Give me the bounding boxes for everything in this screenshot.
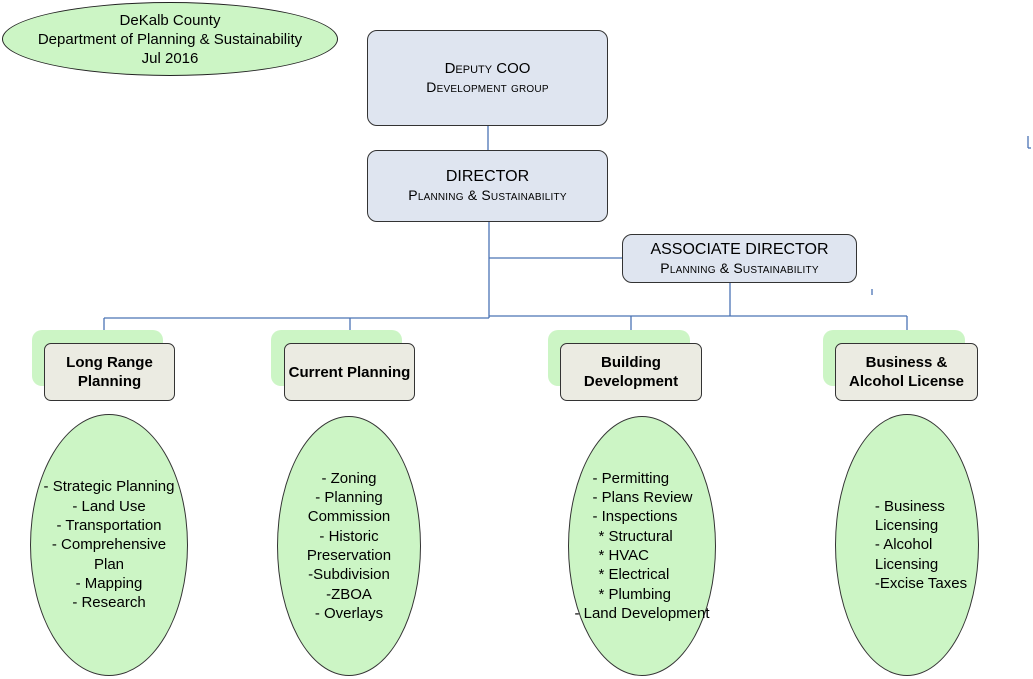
dept-current-planning: Current Planning <box>284 343 415 401</box>
duty-item: -Subdivision <box>308 566 390 584</box>
chart-date: Jul 2016 <box>141 50 199 67</box>
associate-director-box: ASSOCIATE DIRECTOR Planning & Sustainabi… <box>622 234 857 283</box>
deputy-title: Deputy COO <box>444 60 531 77</box>
dept-title-line: Alcohol License <box>848 373 965 390</box>
department-name: Department of Planning & Sustainability <box>37 31 303 48</box>
duty-item: - Plans Review <box>592 489 693 507</box>
duty-item: -ZBOA <box>326 585 372 603</box>
duties-oval-business-alcohol: - Business Licensing - Alcohol Licensing… <box>835 414 979 676</box>
duty-item: - Transportation <box>56 517 162 535</box>
dept-business-alcohol-license: Business & Alcohol License <box>835 343 978 401</box>
duty-item: Preservation <box>306 547 392 564</box>
dept-title-line: Development <box>583 373 679 390</box>
duty-item: - Historic <box>319 527 379 545</box>
duty-item: - Research <box>72 594 146 612</box>
duties-oval-current-planning: - Zoning - Planning Commission - Histori… <box>277 416 421 676</box>
dept-title-line: Current Planning <box>288 363 411 381</box>
duty-item: * Electrical <box>598 566 670 584</box>
duty-item: - Strategic Planning <box>43 478 175 496</box>
director-title: DIRECTOR <box>445 168 530 185</box>
dept-title-line: Planning <box>77 373 142 390</box>
duty-item: * HVAC <box>598 547 650 564</box>
deputy-coo-box: Deputy COO Development group <box>367 30 608 126</box>
header-oval: DeKalb County Department of Planning & S… <box>2 2 338 76</box>
duty-item: * Structural <box>598 527 673 545</box>
duty-item: - Overlays <box>314 604 384 622</box>
duty-item: - Inspections <box>592 508 678 526</box>
duty-item: - Permitting <box>592 469 670 487</box>
duty-item: - Business <box>874 497 945 515</box>
duty-item: - Comprehensive <box>51 536 167 554</box>
duty-item: -Excise Taxes <box>874 574 968 592</box>
duty-item: Licensing <box>874 517 939 535</box>
duty-item: - Mapping <box>75 574 143 592</box>
duty-item: - Land Development <box>574 604 710 622</box>
associate-title: ASSOCIATE DIRECTOR <box>650 240 829 258</box>
dept-title-line: Business & <box>865 354 948 371</box>
dept-long-range-planning: Long Range Planning <box>44 343 175 401</box>
duty-item: - Land Use <box>72 497 146 515</box>
dept-title-line: Long Range <box>66 354 153 371</box>
associate-dept: Planning & Sustainability <box>660 259 819 276</box>
duties-oval-long-range: - Strategic Planning - Land Use - Transp… <box>30 414 188 676</box>
duties-oval-building-development: - Permitting - Plans Review - Inspection… <box>568 416 716 676</box>
duty-item: - Zoning <box>321 469 377 487</box>
county-name: DeKalb County <box>119 12 221 29</box>
duty-item: - Alcohol <box>874 536 933 554</box>
dept-title-line: Building <box>600 354 661 371</box>
deputy-group: Development group <box>426 79 549 95</box>
duty-item: * Plumbing <box>598 585 671 603</box>
director-dept: Planning & Sustainability <box>408 187 567 203</box>
duty-item: Commission <box>307 508 391 526</box>
duty-item: Licensing <box>874 555 939 573</box>
director-box: DIRECTOR Planning & Sustainability <box>367 150 608 222</box>
dept-building-development: Building Development <box>560 343 702 401</box>
duty-item: Plan <box>93 555 125 573</box>
duty-item: - Planning <box>315 489 383 507</box>
